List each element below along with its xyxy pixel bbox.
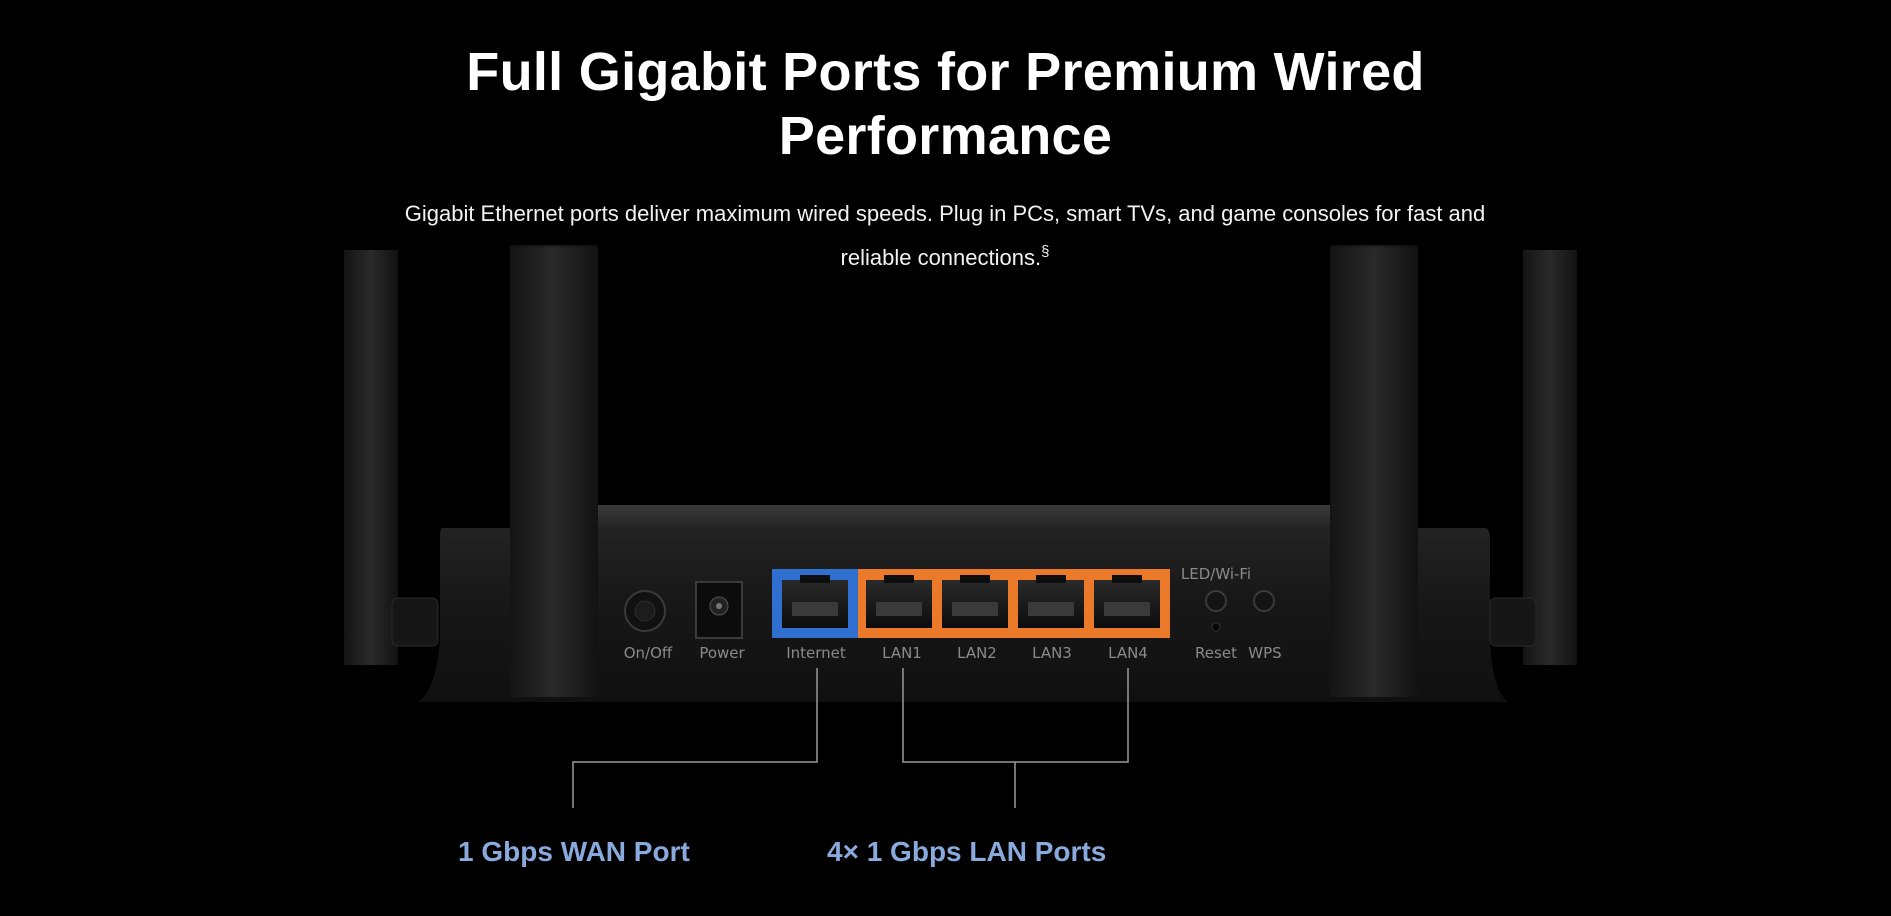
lan3-rj45-jack: [1018, 575, 1084, 628]
reset-button-icon: [1205, 590, 1227, 612]
headline-line-1: Full Gigabit Ports for Premium Wired: [466, 42, 1425, 102]
lan-leader-line: [902, 668, 1129, 808]
footnote-mark: §: [1041, 243, 1050, 260]
label-power: Power: [699, 644, 745, 662]
description-text: Gigabit Ethernet ports deliver maximum w…: [395, 195, 1495, 277]
wan-rj45-jack: [782, 575, 848, 628]
lan1-rj45-jack: [866, 575, 932, 628]
headline-line-2: Performance: [778, 106, 1113, 166]
antenna-hinge-left: [391, 597, 439, 647]
lan4-rj45-jack: [1094, 575, 1160, 628]
antenna-back-right: [1523, 250, 1577, 665]
power-jack-icon: [695, 581, 743, 639]
wan-leader-line: [572, 668, 818, 808]
wan-port-callout: 1 Gbps WAN Port: [458, 836, 690, 867]
wps-button-icon: [1253, 590, 1275, 612]
label-lan2: LAN2: [957, 644, 997, 662]
lan2-rj45-jack: [942, 575, 1008, 628]
router-top-deck: [578, 505, 1350, 530]
label-internet: Internet: [786, 644, 846, 662]
label-lan1: LAN1: [882, 644, 922, 662]
antenna-hinge-right: [1489, 597, 1537, 647]
label-wps: WPS: [1248, 644, 1281, 662]
antenna-front-right: [1330, 245, 1418, 697]
lan-ports-callout: 4× 1 Gbps LAN Ports: [827, 836, 1107, 867]
label-lan4: LAN4: [1108, 644, 1148, 662]
label-on-off: On/Off: [624, 644, 673, 662]
label-reset: Reset: [1195, 644, 1237, 662]
label-lan3: LAN3: [1032, 644, 1072, 662]
description-body: Gigabit Ethernet ports deliver maximum w…: [404, 201, 1486, 270]
antenna-front-left: [510, 245, 598, 697]
label-led-wifi: LED/Wi-Fi: [1181, 565, 1251, 583]
antenna-back-left: [344, 250, 398, 665]
page-headline: Full Gigabit Ports for Premium Wired Per…: [0, 40, 1891, 168]
